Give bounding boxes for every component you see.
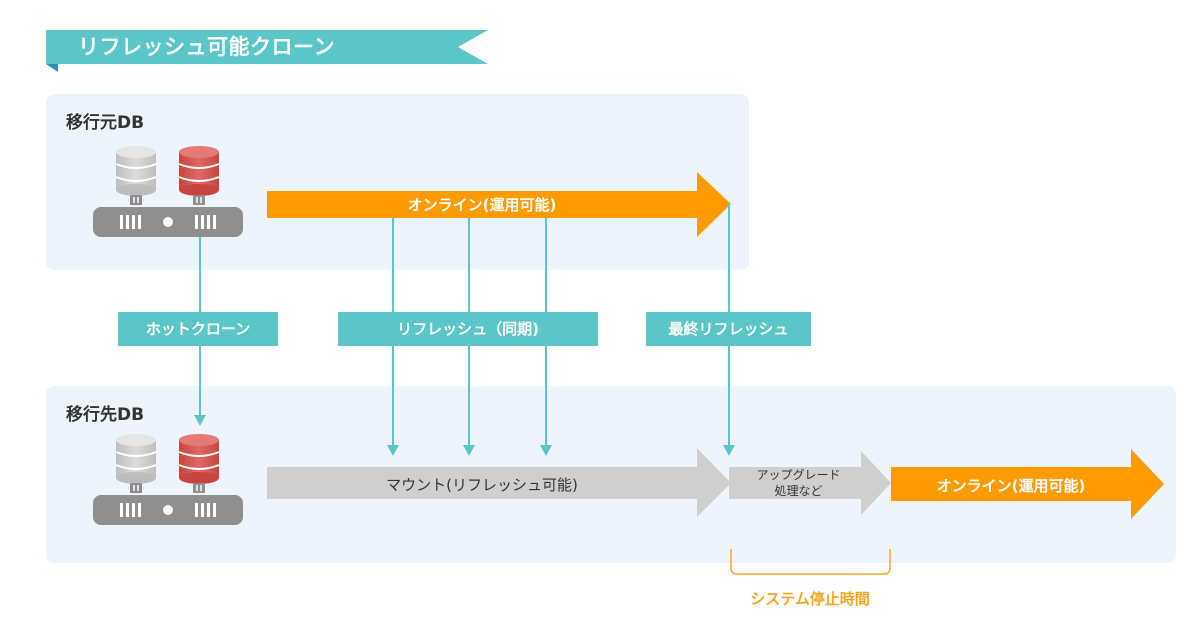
arrowhead bbox=[463, 445, 475, 456]
mount-arrow bbox=[267, 448, 731, 517]
source-db-panel bbox=[46, 94, 749, 270]
server-icon bbox=[93, 495, 243, 525]
final-refresh-label: 最終リフレッシュ bbox=[646, 312, 811, 346]
arrowhead bbox=[723, 445, 735, 456]
mount-text: マウント(リフレッシュ可能) bbox=[386, 476, 578, 494]
arrowhead bbox=[194, 415, 206, 426]
page-title: リフレッシュ可能クローン bbox=[78, 35, 335, 59]
target-online-arrow bbox=[891, 449, 1164, 519]
database-icon bbox=[178, 434, 220, 493]
target-db-label: 移行先DB bbox=[66, 405, 145, 425]
downtime-label: システム停止時間 bbox=[750, 590, 870, 608]
upgrade-text: アップグレード 処理など bbox=[736, 467, 861, 499]
database-icon bbox=[178, 146, 220, 205]
database-icon bbox=[115, 434, 157, 493]
source-db-icon bbox=[93, 146, 243, 237]
target-online-text: オンライン(運用可能) bbox=[936, 477, 1086, 495]
refresh-label: リフレッシュ（同期) bbox=[338, 312, 598, 346]
source-db-label: 移行元DB bbox=[66, 113, 145, 133]
source-online-text: オンライン(運用可能) bbox=[407, 196, 557, 214]
server-icon bbox=[93, 207, 243, 237]
upgrade-text-line2: 処理など bbox=[774, 484, 823, 498]
downtime-bracket bbox=[730, 549, 891, 575]
source-online-arrow bbox=[267, 172, 731, 237]
target-db-icon bbox=[93, 434, 243, 525]
upgrade-text-line1: アップグレード bbox=[756, 468, 841, 482]
title-banner bbox=[46, 30, 488, 72]
arrowhead bbox=[540, 445, 552, 456]
hot-clone-label: ホットクローン bbox=[118, 312, 278, 346]
arrowhead bbox=[387, 445, 399, 456]
database-icon bbox=[115, 146, 157, 205]
upgrade-arrow bbox=[729, 451, 891, 515]
